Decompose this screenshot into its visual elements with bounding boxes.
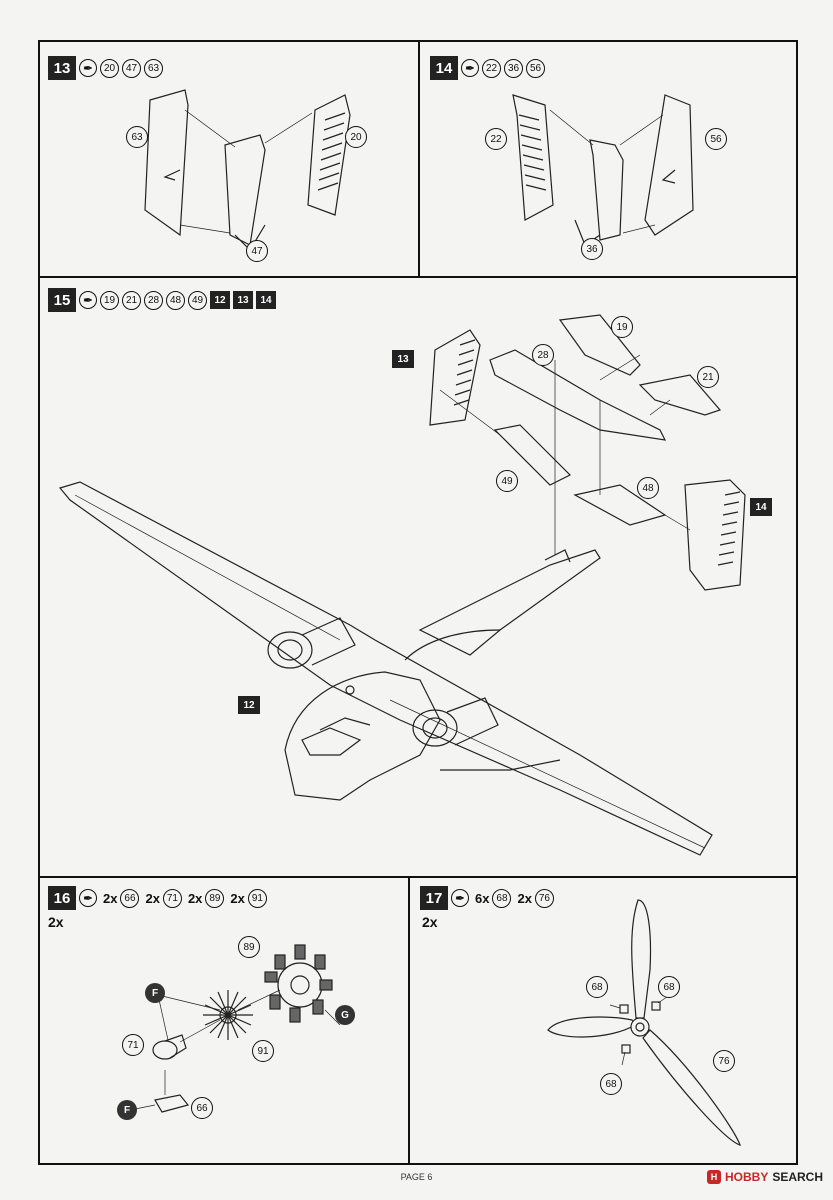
part-callout: 19 xyxy=(611,316,633,338)
step-reference: 14 xyxy=(256,291,276,309)
step-number: 15 xyxy=(48,288,76,312)
part-number: 49 xyxy=(188,290,207,310)
step-13-header: 13 ✒ 20 47 63 xyxy=(48,56,163,80)
glue-tube-icon: ✒ xyxy=(79,889,97,907)
part-number: 48 xyxy=(166,290,185,310)
rudder-left-drawing xyxy=(144,89,351,251)
part-callout: 48 xyxy=(637,477,659,499)
assembly-quantity: 2x xyxy=(422,914,438,930)
part-number: 28 xyxy=(144,290,163,310)
hobby-search-logo-icon: H xyxy=(706,1170,721,1184)
part-number: 47 xyxy=(122,58,141,78)
glue-tube-icon: ✒ xyxy=(79,291,97,309)
quantity: 2x xyxy=(145,890,160,906)
paint-code-icon: F xyxy=(145,983,165,1003)
part-callout: 21 xyxy=(697,366,719,388)
step-14-header: 14 ✒ 22 36 56 xyxy=(430,56,545,80)
part-number: 89 xyxy=(205,888,225,908)
step-number: 14 xyxy=(430,56,458,80)
glue-tube-icon: ✒ xyxy=(461,59,479,77)
part-callout: 49 xyxy=(496,470,518,492)
part-number: 63 xyxy=(144,58,163,78)
divider xyxy=(408,876,410,1165)
part-number: 71 xyxy=(162,888,182,908)
part-callout: 56 xyxy=(705,128,727,150)
part-number: 91 xyxy=(247,888,267,908)
part-callout: 28 xyxy=(532,344,554,366)
part-number: 19 xyxy=(100,290,119,310)
part-callout: 89 xyxy=(238,936,260,958)
part-callout: 20 xyxy=(345,126,367,148)
step-16-header: 16 ✒ 2x 66 2x 71 2x 89 2x 91 xyxy=(48,886,267,910)
part-number: 68 xyxy=(492,888,512,908)
step-reference: 13 xyxy=(233,291,253,309)
watermark-search: SEARCH xyxy=(772,1170,823,1184)
divider xyxy=(38,276,798,278)
quantity: 2x xyxy=(103,890,118,906)
part-callout: 22 xyxy=(485,128,507,150)
engine-assembly-drawing xyxy=(129,944,341,1113)
part-number: 66 xyxy=(120,888,140,908)
part-number: 22 xyxy=(482,58,501,78)
quantity: 2x xyxy=(187,890,203,906)
part-callout: 36 xyxy=(581,238,603,260)
part-callout: 76 xyxy=(713,1050,735,1072)
quantity: 6x xyxy=(475,890,490,906)
quantity: 2x xyxy=(230,890,245,906)
step-number: 13 xyxy=(48,56,76,80)
aircraft-assembly-drawing xyxy=(58,314,746,856)
step-15-header: 15 ✒ 19 21 28 48 49 12 13 14 xyxy=(48,288,276,312)
part-number: 21 xyxy=(122,290,141,310)
page-number: PAGE 6 xyxy=(400,1172,433,1182)
assembly-quantity: 2x xyxy=(48,914,64,930)
part-callout: 91 xyxy=(252,1040,274,1062)
watermark-hobby: HOBBY xyxy=(724,1170,769,1184)
part-callout: 68 xyxy=(658,976,680,998)
part-number: 36 xyxy=(504,58,523,78)
rudder-right-drawing xyxy=(512,94,694,246)
step-number: 17 xyxy=(420,886,448,910)
part-callout: 66 xyxy=(191,1097,213,1119)
step-17-header: 17 ✒ 6x 68 2x 76 xyxy=(420,886,554,910)
propeller-assembly-drawing xyxy=(547,899,741,1146)
part-callout: 71 xyxy=(122,1034,144,1056)
paint-code-icon: F xyxy=(117,1100,137,1120)
step-number: 16 xyxy=(48,886,76,910)
step-reference: 14 xyxy=(750,498,772,516)
part-callout: 68 xyxy=(600,1073,622,1095)
watermark: H HOBBY SEARCH xyxy=(706,1170,823,1184)
quantity: 2x xyxy=(517,890,532,906)
part-callout: 47 xyxy=(246,240,268,262)
part-number: 76 xyxy=(534,888,554,908)
step-reference: 13 xyxy=(392,350,414,368)
divider xyxy=(418,40,420,276)
part-callout: 68 xyxy=(586,976,608,998)
part-number: 20 xyxy=(100,58,119,78)
step-reference: 12 xyxy=(238,696,260,714)
paint-code-icon: G xyxy=(335,1005,355,1025)
step-reference: 12 xyxy=(210,291,230,309)
glue-tube-icon: ✒ xyxy=(79,59,97,77)
glue-tube-icon: ✒ xyxy=(451,889,469,907)
part-callout: 63 xyxy=(126,126,148,148)
part-number: 56 xyxy=(526,58,545,78)
divider xyxy=(38,876,798,878)
